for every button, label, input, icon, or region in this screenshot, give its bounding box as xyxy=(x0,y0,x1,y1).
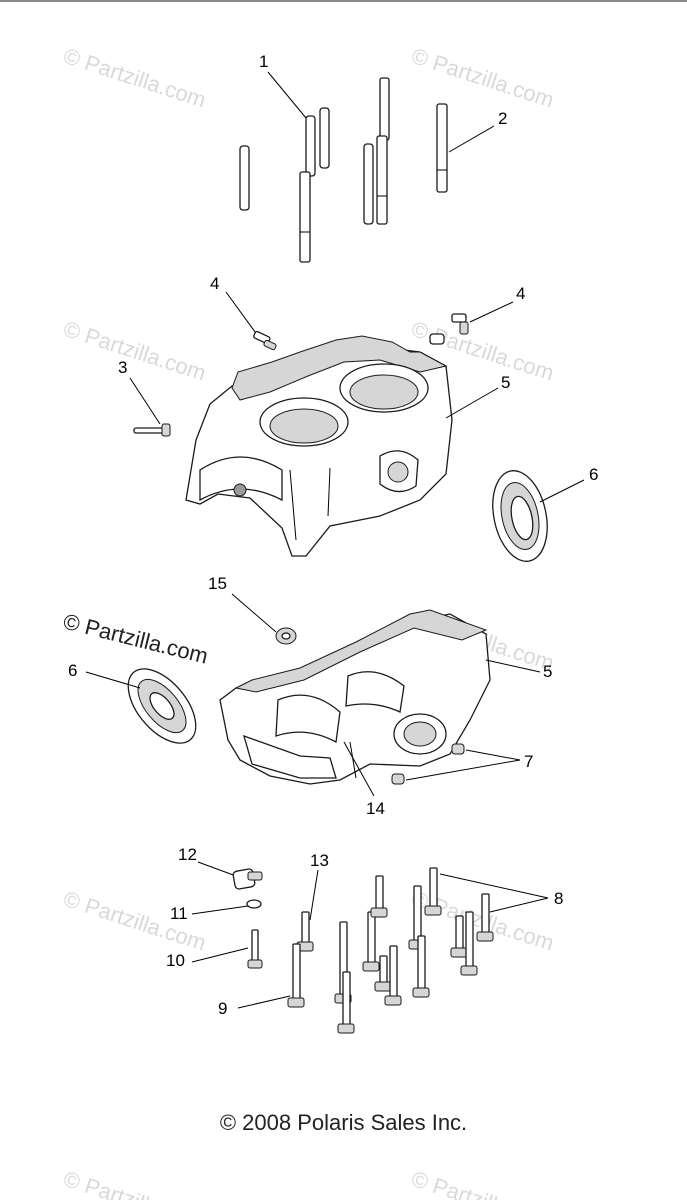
watermark-prominent: © Partzilla.com xyxy=(61,609,211,669)
callout-4: 4 xyxy=(210,274,219,293)
bolt-3 xyxy=(133,423,171,437)
callout-1: 1 xyxy=(259,52,268,71)
callout-7: 7 xyxy=(524,752,533,771)
watermark: © Partzilla.com xyxy=(60,1166,209,1200)
fitting-left xyxy=(253,330,277,351)
watermark: © Partzilla.com xyxy=(408,43,557,113)
copyright-notice: © 2008 Polaris Sales Inc. xyxy=(219,1110,468,1135)
seal-left xyxy=(127,668,197,744)
callout-6: 6 xyxy=(68,661,77,680)
callout-10: 10 xyxy=(166,951,185,970)
lower-crankcase xyxy=(219,609,491,785)
plugs-7 xyxy=(391,743,465,785)
washer-11 xyxy=(246,899,262,909)
callout-15: 15 xyxy=(208,574,227,593)
watermark: © Partzilla.com xyxy=(60,43,209,113)
watermark: © Partzilla.com xyxy=(408,1166,557,1200)
top-border xyxy=(0,0,687,2)
callout-6: 6 xyxy=(589,465,598,484)
callout-9: 9 xyxy=(218,999,227,1018)
callout-13: 13 xyxy=(310,851,329,870)
callout-8: 8 xyxy=(554,889,563,908)
callout-11: 11 xyxy=(170,904,188,923)
bolts xyxy=(247,867,494,1034)
fitting-right xyxy=(451,313,469,335)
studs xyxy=(299,77,448,263)
callout-2: 2 xyxy=(498,109,507,128)
callout-4: 4 xyxy=(516,284,525,303)
callout-5: 5 xyxy=(543,662,552,681)
callout-5: 5 xyxy=(501,373,510,392)
seal-right xyxy=(492,470,548,562)
watermark: © Partzilla.com xyxy=(60,316,209,386)
washer-15 xyxy=(275,627,297,645)
upper-crankcase xyxy=(185,333,453,557)
dowel-pins xyxy=(239,107,374,225)
callout-14: 14 xyxy=(366,799,385,818)
clip-12 xyxy=(232,868,263,890)
callout-12: 12 xyxy=(178,845,197,864)
callout-3: 3 xyxy=(118,358,127,377)
